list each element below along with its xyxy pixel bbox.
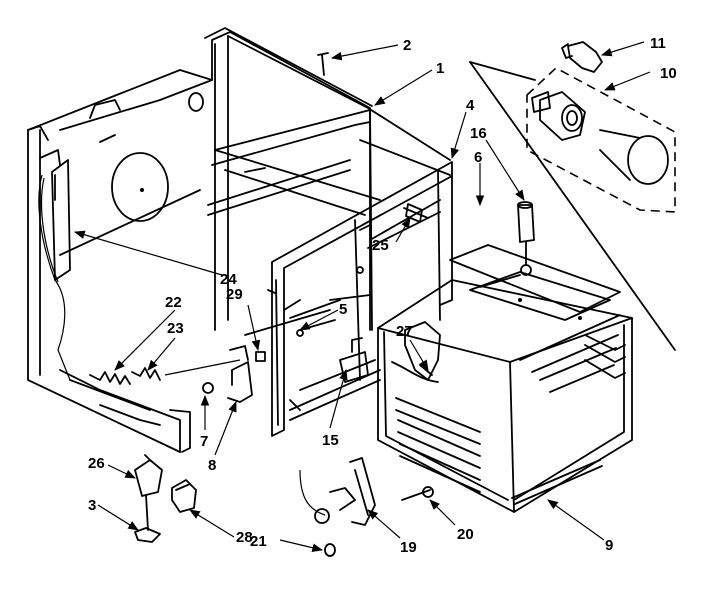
- callout-10: 10: [660, 65, 677, 82]
- callout-22: 22: [165, 294, 182, 311]
- lamp-assembly: [469, 41, 676, 351]
- callout-labels: 1 2 3 4 5 6 7 8 9 10 11 15 16 19 20 21 2…: [88, 35, 677, 556]
- leader-lines: [73, 41, 651, 552]
- callout-4: 4: [466, 97, 475, 114]
- callout-3: 3: [88, 497, 96, 514]
- callout-25: 25: [372, 237, 389, 254]
- oven-chassis: [27, 27, 451, 453]
- callout-6: 6: [474, 149, 482, 166]
- small-parts: [89, 52, 441, 557]
- callout-20: 20: [457, 526, 474, 543]
- callout-5: 5: [339, 301, 347, 318]
- callout-19: 19: [400, 539, 417, 556]
- callout-27: 27: [396, 323, 413, 340]
- callout-1: 1: [436, 60, 444, 77]
- callout-29: 29: [226, 286, 243, 303]
- callout-28: 28: [236, 529, 253, 546]
- callout-26: 26: [88, 455, 105, 472]
- callout-11: 11: [650, 35, 666, 52]
- callout-24: 24: [220, 271, 237, 288]
- callout-2: 2: [403, 37, 411, 54]
- callout-16: 16: [470, 125, 487, 142]
- front-frame: [267, 161, 453, 437]
- oven-cavity: [377, 244, 633, 513]
- callout-9: 9: [605, 537, 613, 554]
- callout-8: 8: [208, 457, 216, 474]
- callout-21: 21: [250, 533, 267, 550]
- callout-7: 7: [200, 433, 208, 450]
- callout-23: 23: [167, 320, 184, 337]
- callout-15: 15: [322, 432, 339, 449]
